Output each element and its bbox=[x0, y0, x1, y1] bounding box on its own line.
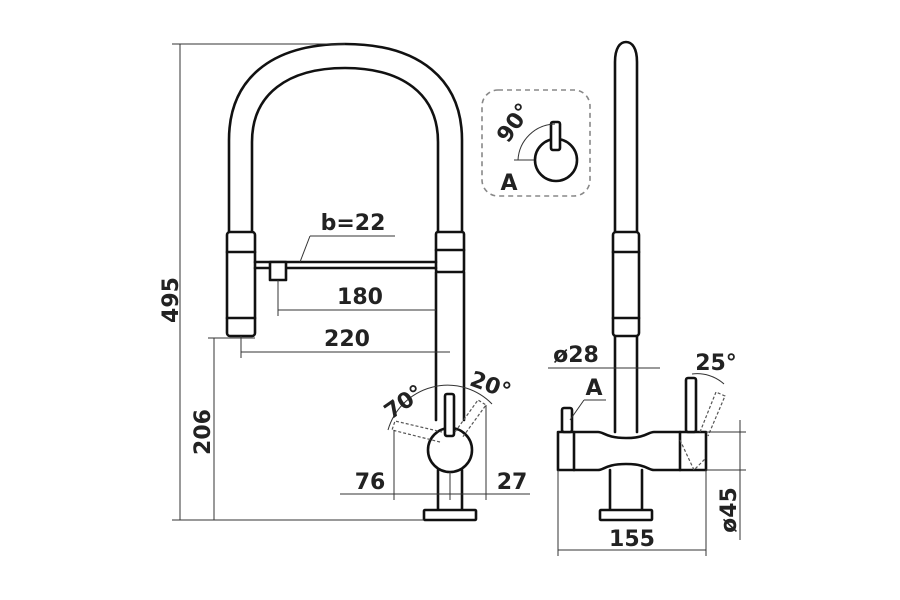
side-base bbox=[598, 508, 654, 522]
lever-handle bbox=[443, 392, 456, 438]
side-right-lever bbox=[684, 376, 698, 434]
spout-arch-inner bbox=[250, 66, 440, 234]
lever-arc bbox=[387, 384, 493, 431]
spout-arch bbox=[227, 42, 464, 234]
inset-lever bbox=[549, 120, 562, 152]
inset-angle-label: 90° bbox=[492, 99, 536, 147]
dim-handle-offset-left: 76 bbox=[355, 470, 386, 495]
side-lever-ghost bbox=[699, 391, 726, 437]
dim-base-diameter: ø45 bbox=[717, 487, 742, 533]
inset-detail-a bbox=[481, 89, 591, 197]
front-base bbox=[422, 508, 478, 522]
inset-frame bbox=[481, 89, 591, 197]
dim-handle-angle-front: 20° bbox=[466, 367, 514, 405]
side-left-knob bbox=[560, 406, 574, 434]
side-collar bbox=[611, 230, 641, 338]
body-collar bbox=[434, 230, 466, 274]
front-dimension-lines bbox=[172, 43, 530, 521]
inset-view-marker: A bbox=[500, 171, 517, 196]
sprayer-head bbox=[225, 230, 257, 338]
dim-side-lever-angle: 25° bbox=[695, 351, 737, 376]
dim-handle-angle-back: 70° bbox=[380, 380, 428, 424]
side-dimension-lines bbox=[548, 367, 746, 556]
side-view bbox=[556, 40, 726, 522]
dim-reach-inner: 180 bbox=[337, 285, 383, 310]
dim-base-width: 155 bbox=[609, 527, 655, 552]
side-spout bbox=[613, 40, 639, 234]
dim-body-diameter: ø28 bbox=[553, 343, 599, 368]
dim-hose-diameter: b=22 bbox=[321, 211, 386, 236]
dim-base-to-spout: 206 bbox=[191, 409, 216, 455]
side-view-marker: A bbox=[585, 376, 602, 401]
arm-clip bbox=[268, 260, 288, 282]
dim-total-height: 495 bbox=[159, 277, 184, 323]
front-view bbox=[225, 42, 493, 522]
dim-reach-outer: 220 bbox=[324, 327, 370, 352]
dim-handle-offset-right: 27 bbox=[497, 470, 528, 495]
side-mixer-body bbox=[556, 430, 708, 472]
